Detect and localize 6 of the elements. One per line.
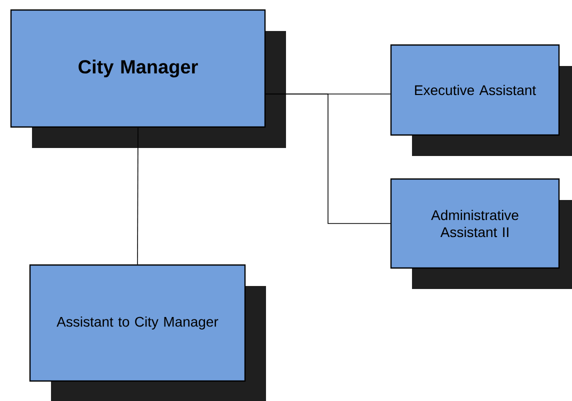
position-box: Assistant to City Manager: [29, 264, 246, 382]
position-box: Executive Assistant: [390, 44, 560, 136]
position-box: Administrative Assistant II: [390, 178, 560, 269]
position-box: City Manager: [10, 9, 266, 128]
connector-line: [137, 127, 138, 265]
connector-line: [265, 94, 391, 224]
